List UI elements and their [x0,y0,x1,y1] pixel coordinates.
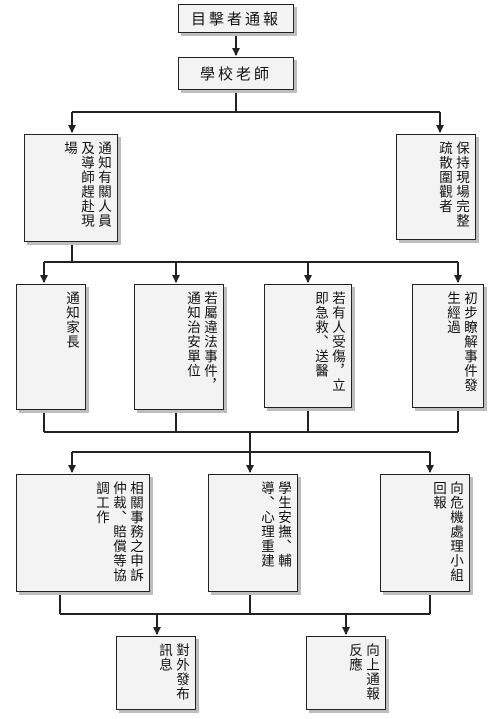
node-report-crisis-team: 向危機處理小組回報 [380,474,470,592]
node-notify-parents: 通知家長 [16,284,86,410]
node-report-upward: 向上通報反應 [306,636,386,710]
node-notify-staff: 通知有關人員及導師趕赴現場 [24,134,118,242]
node-counseling: 學生安撫、輔導、心理重建 [208,474,298,592]
node-notify-police: 若屬違法事件，通知治安單位 [134,284,224,410]
node-school-teacher: 學校老師 [178,57,294,90]
node-witness-report: 目擊者通報 [178,4,294,33]
node-understand-event: 初步瞭解事件發生經過 [412,284,484,408]
node-mediation: 相關事務之申訴仲裁、賠償等協調工作 [16,474,150,592]
node-preserve-scene: 保持現場完整疏散圍觀者 [396,134,476,240]
node-external-release: 對外發布訊息 [116,636,196,710]
node-first-aid: 若有人受傷，立即急救、送醫 [264,284,352,408]
